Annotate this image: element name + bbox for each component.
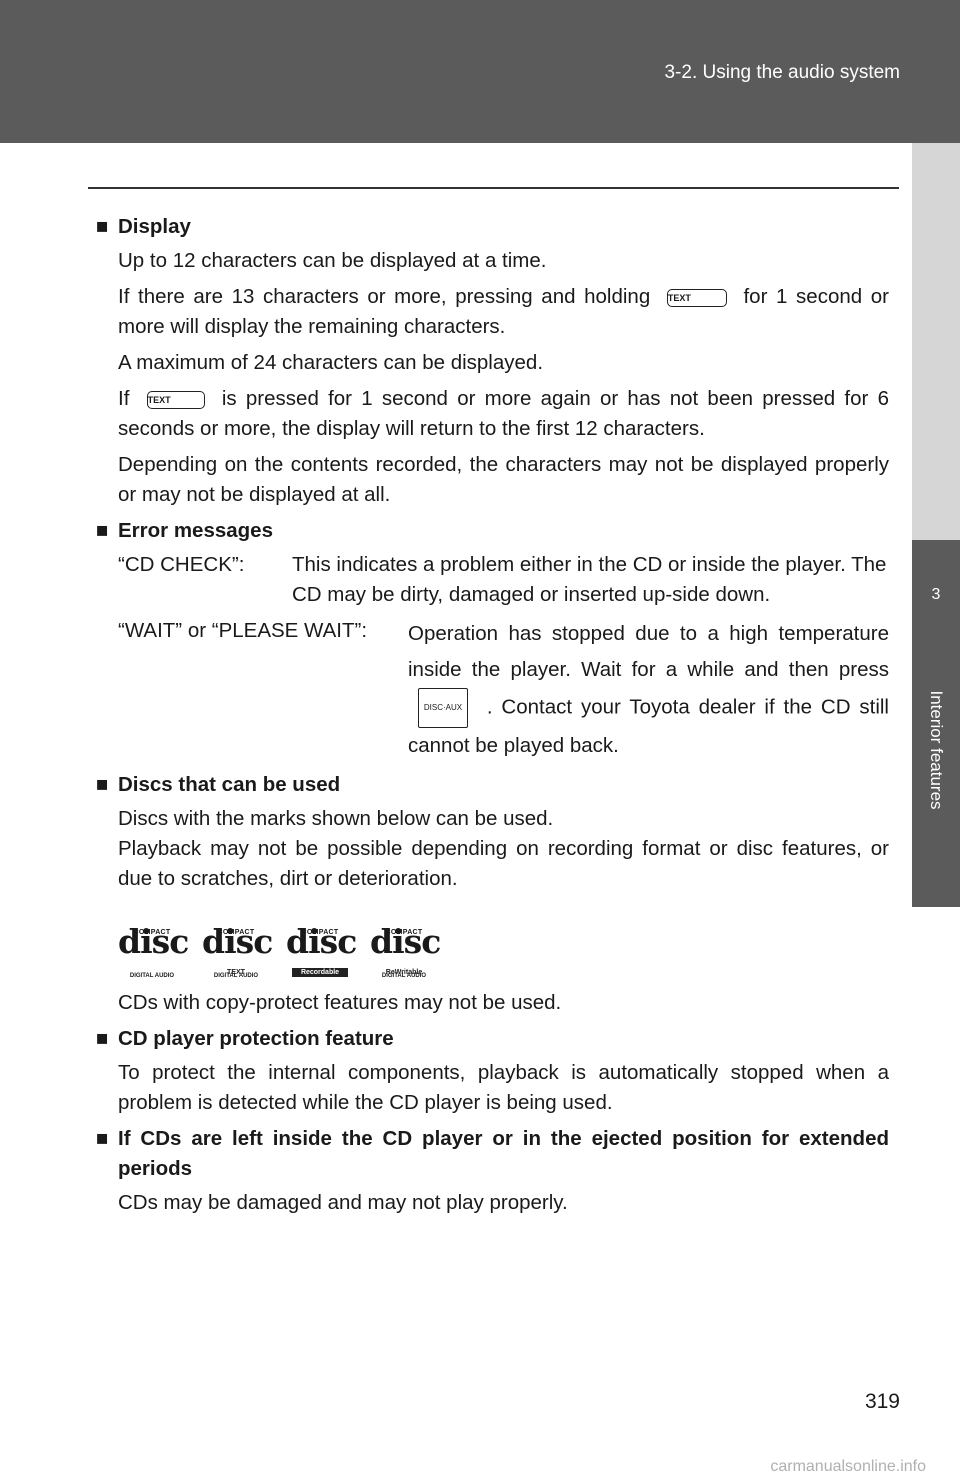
display-p5: Depending on the contents recorded, the … (118, 453, 889, 506)
square-bullet-icon: ■ (96, 519, 109, 542)
section-title: 3-2. Using the audio system (664, 62, 900, 83)
error-wait-text: Operation has stopped due to a high temp… (408, 616, 889, 764)
protection-heading: ■ CD player protection feature (96, 1024, 889, 1054)
compact-disc-logo: COMPACT disc DIGITAL AUDIO (118, 918, 189, 980)
disc-aux-button-icon: DISC·AUX (418, 688, 468, 728)
display-p2-after: for 1 second or more will display the re… (118, 285, 889, 338)
discs-p2: Playback may not be possible depending o… (118, 837, 889, 890)
page-number: 319 (864, 1390, 900, 1413)
errors-heading: ■ Error messages (96, 516, 889, 546)
disc-logos: COMPACT disc DIGITAL AUDIO COMPACT disc … (118, 918, 889, 980)
logo-badge: Recordable (292, 968, 348, 977)
display-heading-text: Display (118, 215, 191, 238)
error-wait-after: . Contact your Toyota dealer if the CD s… (408, 695, 889, 757)
error-cd-check-label: “CD CHECK”: (118, 553, 245, 576)
left-inside-heading: ■ If CDs are left inside the CD player or… (96, 1124, 889, 1184)
discs-p3: CDs with copy-protect features may not b… (118, 991, 562, 1014)
logo-disc-word: disc (370, 922, 441, 961)
text-button-icon: TEXT (146, 390, 205, 409)
chapter-tab[interactable] (912, 540, 960, 907)
logo-sub-text: DIGITAL AUDIO (129, 973, 175, 979)
page-content: ■ Display Up to 12 characters can be disp… (96, 212, 889, 1224)
logo-sub-text: DIGITAL AUDIO (213, 973, 259, 979)
square-bullet-icon: ■ (96, 773, 109, 796)
discs-heading: ■ Discs that can be used (96, 770, 889, 800)
left-inside-p1: CDs may be damaged and may not play prop… (118, 1191, 568, 1214)
error-cd-check: “CD CHECK”: This indicates a problem eit… (118, 550, 889, 610)
logo-badge: ReWritable (385, 969, 423, 976)
compact-disc-rewritable-logo: COMPACT disc DIGITAL AUDIO ReWritable (370, 918, 441, 980)
logo-badge: TEXT (227, 969, 245, 976)
logo-sub-text: DIGITAL AUDIO (381, 973, 427, 979)
display-p2: If there are 13 characters or more, pres… (118, 282, 889, 342)
error-wait-before: Operation has stopped due to a high temp… (408, 622, 889, 681)
display-p4-before: If (118, 387, 130, 410)
display-heading: ■ Display (96, 212, 889, 242)
errors-heading-text: Error messages (118, 519, 273, 542)
logo-top-text: COMPACT (217, 929, 255, 936)
side-tab-upper (912, 143, 960, 540)
square-bullet-icon: ■ (96, 215, 109, 238)
header-rule (88, 187, 899, 189)
chapter-number: 3 (931, 586, 941, 603)
display-p1: Up to 12 characters can be displayed at … (118, 249, 547, 272)
display-p4: If TEXT is pressed for 1 second or more … (118, 384, 889, 444)
error-cd-check-text: This indicates a problem either in the C… (292, 553, 887, 606)
logo-disc-word: disc (202, 922, 273, 961)
logo-top-text: COMPACT (133, 929, 171, 936)
compact-disc-text-logo: COMPACT disc DIGITAL AUDIO TEXT (202, 918, 273, 980)
header-bar: 3-2. Using the audio system (0, 0, 960, 143)
error-wait-label: “WAIT” or “PLEASE WAIT”: (118, 619, 368, 642)
display-p4-after: is pressed for 1 second or more again or… (118, 387, 889, 440)
discs-p1: Discs with the marks shown below can be … (118, 807, 554, 830)
text-button-icon: TEXT (666, 288, 727, 307)
logo-top-text: COMPACT (301, 929, 339, 936)
square-bullet-icon: ■ (96, 1027, 109, 1050)
chapter-name: Interior features (927, 690, 946, 810)
protection-p1: To protect the internal components, play… (118, 1061, 889, 1114)
logo-disc-word: disc (118, 922, 189, 961)
display-p2-before: If there are 13 characters or more, pres… (118, 285, 651, 308)
square-bullet-icon: ■ (96, 1127, 109, 1150)
logo-disc-word: disc (286, 922, 357, 961)
logo-top-text: COMPACT (385, 929, 423, 936)
error-wait: “WAIT” or “PLEASE WAIT”: Operation has s… (118, 616, 889, 764)
discs-heading-text: Discs that can be used (118, 773, 341, 796)
watermark: carmanualsonline.info (770, 1458, 926, 1475)
display-p3: A maximum of 24 characters can be displa… (118, 351, 544, 374)
compact-disc-recordable-logo: COMPACT disc DIGITAL AUDIO Recordable (286, 918, 357, 980)
left-inside-heading-text: If CDs are left inside the CD player or … (118, 1127, 889, 1180)
protection-heading-text: CD player protection feature (118, 1027, 394, 1050)
